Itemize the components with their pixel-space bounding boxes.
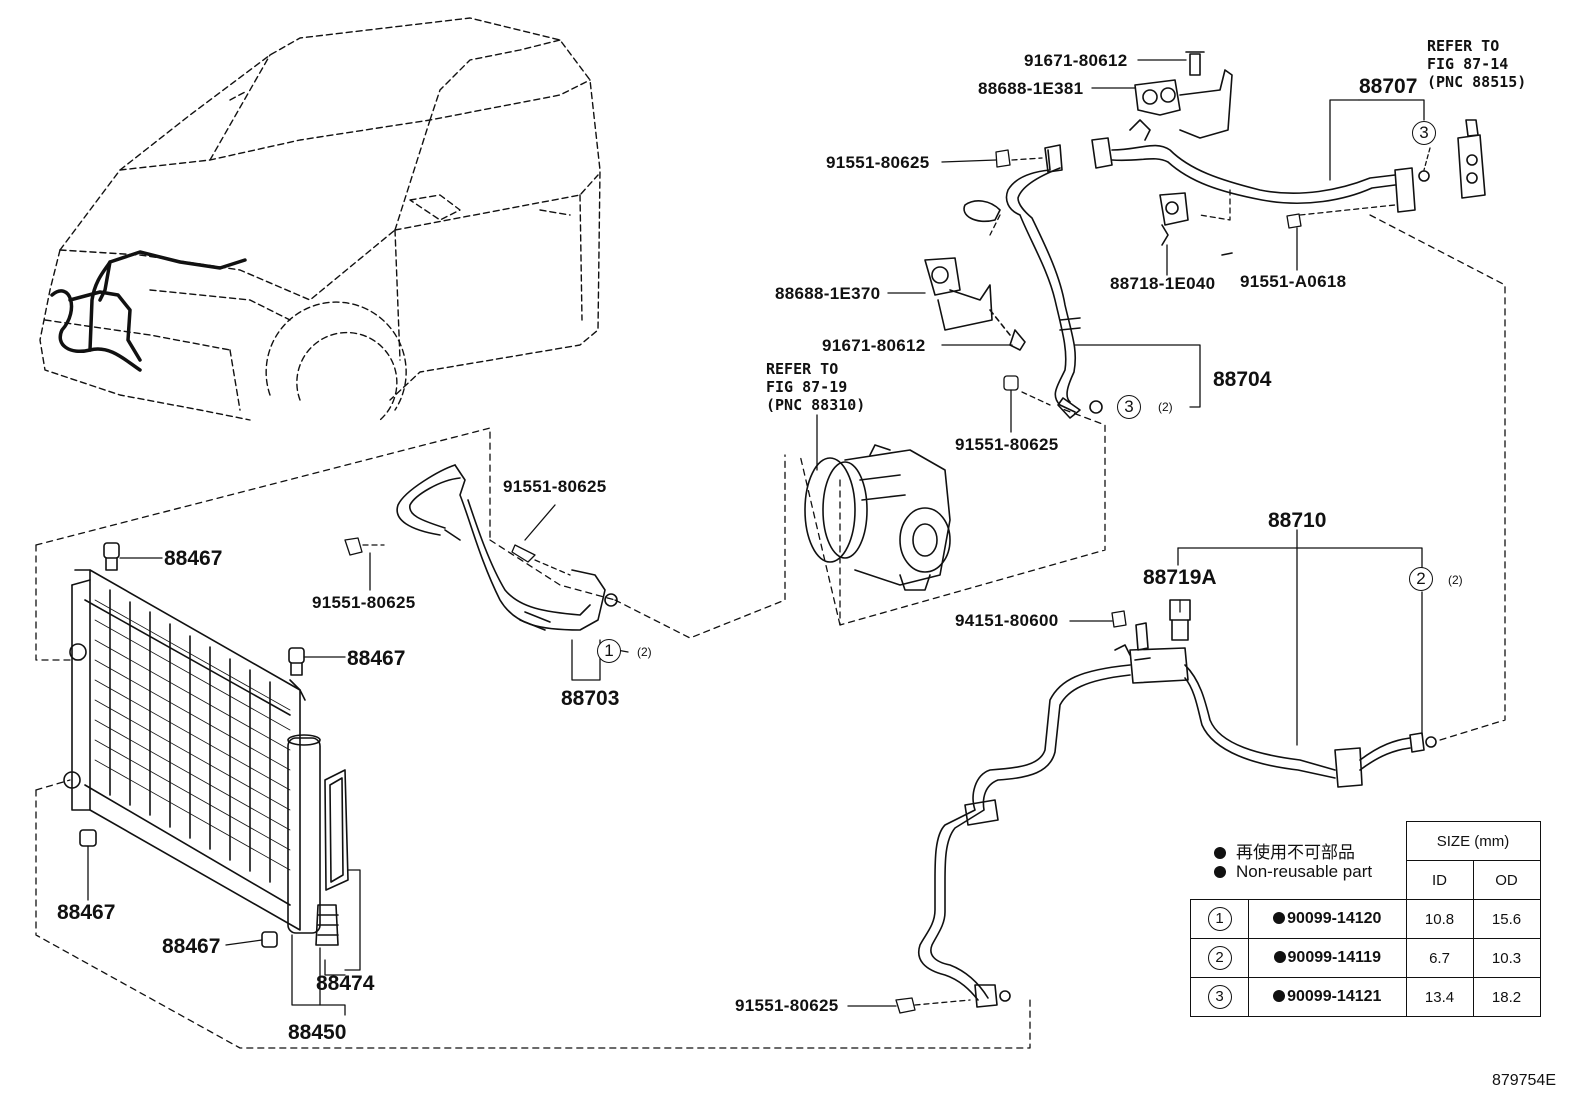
oring-leaders (1423, 147, 1431, 171)
table-row: 1 90099-14120 10.8 15.6 (1190, 899, 1541, 939)
label-88467-b: 88467 (347, 647, 406, 670)
label-91551-80625-e: 91551-80625 (735, 996, 839, 1015)
bullet-icon (1273, 950, 1286, 963)
size-header: SIZE (mm) (1405, 821, 1541, 861)
vehicle-outline (39, 17, 601, 421)
hose-88704 (963, 144, 1103, 419)
label-88467-a: 88467 (164, 547, 223, 570)
expansion-valve (1457, 119, 1486, 199)
bullet-icon (1214, 865, 1226, 878)
condenser (63, 569, 349, 934)
key-circle: 1 (1207, 907, 1232, 931)
hose-88704-leaders (989, 149, 1201, 433)
label-88467-d: 88467 (162, 935, 221, 958)
hose-88703 (396, 464, 618, 631)
bullet-icon (1273, 911, 1286, 924)
pipe-88707-leaders (1199, 99, 1506, 741)
wire-harness (50, 250, 247, 372)
label-88688-1E370: 88688-1E370 (775, 284, 881, 303)
condenser-dashed-frame (35, 407, 1106, 1049)
label-88719A: 88719A (1143, 566, 1217, 589)
label-88450: 88450 (288, 1021, 347, 1044)
hose-88703-leaders (344, 504, 629, 681)
oring-key-1: 1 (597, 639, 621, 663)
bullet-icon (1273, 989, 1286, 1002)
col-od: OD (1472, 860, 1541, 900)
ref-fig-87-14: REFER TO FIG 87-14 (PNC 88515) (1427, 37, 1527, 91)
label-88474: 88474 (316, 972, 375, 995)
key-circle: 2 (1207, 946, 1232, 970)
table-row: 3 90099-14121 13.4 18.2 (1190, 977, 1541, 1017)
condenser-leader-lines (87, 557, 361, 1016)
key-circle: 3 (1207, 985, 1232, 1009)
oring-key-3-a: 3 (1412, 121, 1436, 145)
clamps (924, 51, 1233, 351)
label-91551-80625-c: 91551-80625 (503, 477, 607, 496)
label-91551-80625-a: 91551-80625 (826, 153, 930, 172)
pipe-88707 (1091, 119, 1430, 213)
figure-number: 879754E (1491, 1072, 1556, 1089)
qty-oring-1: (2) (637, 645, 652, 659)
label-88704: 88704 (1213, 368, 1272, 391)
qty-oring-3: (2) (1158, 400, 1173, 414)
oring-size-table: SIZE (mm) ID OD 1 90099-14120 10.8 15.6 … (1190, 821, 1541, 1017)
qty-oring-2: (2) (1448, 573, 1463, 587)
label-88707: 88707 (1359, 75, 1418, 98)
ref-fig-87-19: REFER TO FIG 87-19 (PNC 88310) (766, 360, 866, 414)
compressor (804, 444, 951, 591)
oring-key-3-b: 3 (1117, 395, 1141, 419)
pipe-88710 (918, 599, 1437, 1008)
table-row: 2 90099-14119 6.7 10.3 (1190, 938, 1541, 978)
label-91671-80612-top: 91671-80612 (1024, 51, 1128, 70)
clamp-leaders (887, 59, 1187, 346)
oring-key-2: 2 (1409, 567, 1433, 591)
label-88467-c: 88467 (57, 901, 116, 924)
label-91551-A0618: 91551-A0618 (1240, 272, 1347, 291)
bullet-icon (1214, 846, 1226, 859)
label-88703: 88703 (561, 687, 620, 710)
label-88710: 88710 (1268, 509, 1327, 532)
label-91551-80625-b: 91551-80625 (955, 435, 1059, 454)
label-91551-80625-d: 91551-80625 (312, 593, 416, 612)
col-id: ID (1405, 860, 1474, 900)
label-91671-80612-mid: 91671-80612 (822, 336, 926, 355)
label-88688-1E381: 88688-1E381 (978, 79, 1084, 98)
pipe-88710-leaders (847, 529, 1423, 1014)
label-88718-1E040: 88718-1E040 (1110, 274, 1216, 293)
label-94151-80600: 94151-80600 (955, 611, 1059, 630)
condenser-small-parts (79, 542, 339, 948)
